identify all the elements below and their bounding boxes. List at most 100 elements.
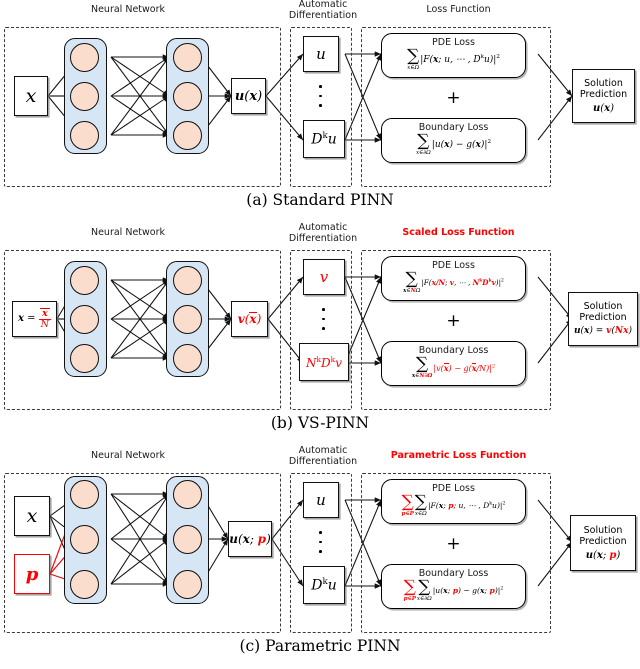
sigma-glyph: ∑ xyxy=(407,46,420,66)
input-box-x-label: x xyxy=(26,505,38,527)
panel-parametric-pinn: Neural Network Automatic Differentiation… xyxy=(0,445,640,669)
panel-standard-pinn: Neural Network Automatic Differentiation… xyxy=(0,0,640,223)
ad-box-dku: Dku xyxy=(303,120,345,158)
ad-title-line1: Automatic xyxy=(298,445,348,456)
panel-caption-b: (b) VS-PINN xyxy=(270,414,370,432)
boundary-loss-body: |u(x) − g(x)|2 xyxy=(431,139,492,151)
network-output-box: u(x; p) xyxy=(228,521,272,557)
boundary-loss-title: Boundary Loss xyxy=(418,345,489,356)
sigma-glyph: ∑ xyxy=(401,492,414,512)
neuron xyxy=(173,570,202,599)
prediction-formula: u(x; p) xyxy=(585,549,621,561)
ad-title-line2: Differentiation xyxy=(288,10,358,21)
sum-limit: p∈P xyxy=(401,510,414,517)
input-box-p-label: p xyxy=(25,563,39,585)
boundary-loss-card: Boundary Loss ∑ x∈N∂Ω |v(x) − g(x/N)|2 xyxy=(381,341,526,386)
panel-caption-c: (c) Parametric PINN xyxy=(239,637,401,655)
neuron xyxy=(70,570,99,599)
pde-loss-card: PDE Loss ∑ x∈NΩ |F(x/N; v, ⋯ , NkDkv)|2 xyxy=(381,256,526,301)
ad-box-nkdkv-label: NkDkv xyxy=(306,354,342,370)
boundary-loss-equation: ∑ x∈N∂Ω |v(x) − g(x/N)|2 xyxy=(382,354,525,379)
group-title-automatic-differentiation: Automatic Differentiation xyxy=(283,445,363,467)
prediction-line-1: Solution xyxy=(584,77,623,89)
vertical-ellipsis xyxy=(319,85,322,107)
pde-loss-body: |F(x; p; u, ⋯ , Dku)|2 xyxy=(427,501,506,511)
ad-box-dku-label: Dku xyxy=(311,576,337,594)
neuron xyxy=(173,525,202,554)
neuron xyxy=(70,121,99,150)
pde-loss-card: PDE Loss ∑ p∈P ∑ x∈Ω |F(x; p; u, ⋯ , Dku… xyxy=(381,479,526,524)
neuron xyxy=(70,525,99,554)
input-box-label: x xyxy=(25,85,37,107)
summation-symbol-parameter: ∑ p∈P xyxy=(401,492,414,517)
input-box-x: x xyxy=(14,496,50,536)
dashed-group-neural-network xyxy=(4,473,281,633)
network-output-box: u(x) xyxy=(231,78,266,114)
dashed-group-loss-function xyxy=(361,27,551,187)
sigma-glyph: ∑ xyxy=(417,131,430,151)
pde-loss-equation: ∑ x∈NΩ |F(x/N; v, ⋯ , NkDkv)|2 xyxy=(382,269,525,294)
sigma-glyph: ∑ xyxy=(418,577,431,597)
ad-box-v: v xyxy=(303,259,345,295)
prediction-line-1: Solution xyxy=(583,300,623,312)
summation-symbol: ∑ x∈∂Ω xyxy=(416,131,431,156)
prediction-line-2: Prediction xyxy=(579,312,627,323)
solution-prediction-box: Solution Prediction u(x; p) xyxy=(570,515,636,571)
dashed-group-loss-function xyxy=(361,473,551,633)
ad-title-line2: Differentiation xyxy=(288,233,358,244)
group-title-automatic-differentiation: Automatic Differentiation xyxy=(283,0,363,21)
boundary-loss-title: Boundary Loss xyxy=(418,568,489,579)
ad-title-line2: Differentiation xyxy=(288,456,358,467)
pde-loss-body: |F(x/N; v, ⋯ , NkDkv)|2 xyxy=(421,278,504,288)
solution-prediction-box: Solution Prediction u(x) xyxy=(572,69,635,123)
ad-box-u-label: u xyxy=(316,491,326,509)
sum-limit: x∈∂Ω xyxy=(416,595,432,602)
neuron xyxy=(70,266,99,295)
ad-box-u-label: u xyxy=(316,45,326,63)
boundary-loss-body: |u(x; p) − g(x; p)|2 xyxy=(432,586,504,596)
sigma-glyph: ∑ xyxy=(405,269,418,289)
group-title-neural-network: Neural Network xyxy=(90,227,166,238)
group-title-scaled-loss-function: Scaled Loss Function xyxy=(402,227,515,238)
pde-loss-equation: ∑ x∈Ω |F(x; u, ⋯ , Dku)|2 xyxy=(382,46,525,71)
prediction-formula: u(x) xyxy=(592,102,615,114)
dashed-group-automatic-differentiation xyxy=(290,250,352,410)
sum-limit: x∈N∂Ω xyxy=(411,372,433,379)
ad-title-line1: Automatic xyxy=(298,0,348,10)
summation-symbol-domain: ∑ x∈∂Ω xyxy=(416,577,432,602)
group-title-parametric-loss-function: Parametric Loss Function xyxy=(390,450,527,461)
panel-b-edges xyxy=(56,274,573,366)
plus-sign: + xyxy=(446,534,461,554)
neuron xyxy=(70,82,99,111)
pde-loss-title: PDE Loss xyxy=(432,483,475,494)
network-output-label: u(x; p) xyxy=(229,532,271,546)
vertical-ellipsis xyxy=(319,531,322,553)
neuron xyxy=(173,82,202,111)
network-output-box: v(x) xyxy=(231,301,268,337)
neuron xyxy=(70,480,99,509)
sum-limit: p∈P xyxy=(403,595,416,602)
summation-symbol: ∑ x∈Ω xyxy=(407,46,420,71)
pde-loss-body: |F(x; u, ⋯ , Dku)|2 xyxy=(420,54,500,66)
ad-box-dku-label: Dku xyxy=(311,130,337,148)
sigma-glyph: ∑ xyxy=(416,354,429,374)
summation-symbol-parameter: ∑ p∈P xyxy=(403,579,416,602)
prediction-line-2: Prediction xyxy=(579,536,627,547)
prediction-line-2: Prediction xyxy=(579,89,628,100)
neuron xyxy=(70,43,99,72)
ad-box-v-label: v xyxy=(319,268,329,286)
neuron xyxy=(70,344,99,373)
panel-caption-a: (a) Standard PINN xyxy=(246,191,394,209)
ad-title-line1: Automatic xyxy=(298,222,348,233)
neuron xyxy=(173,344,202,373)
neuron xyxy=(70,305,99,334)
ad-box-u: u xyxy=(303,482,339,518)
solution-prediction-box: Solution Prediction u(x) = v(Nx) xyxy=(568,292,638,346)
plus-sign: + xyxy=(446,311,461,331)
ad-box-nkdkv: NkDkv xyxy=(299,343,349,381)
dashed-group-neural-network xyxy=(4,27,281,187)
boundary-loss-equation: ∑ p∈P ∑ x∈∂Ω |u(x; p) − g(x; p)|2 xyxy=(382,577,525,602)
